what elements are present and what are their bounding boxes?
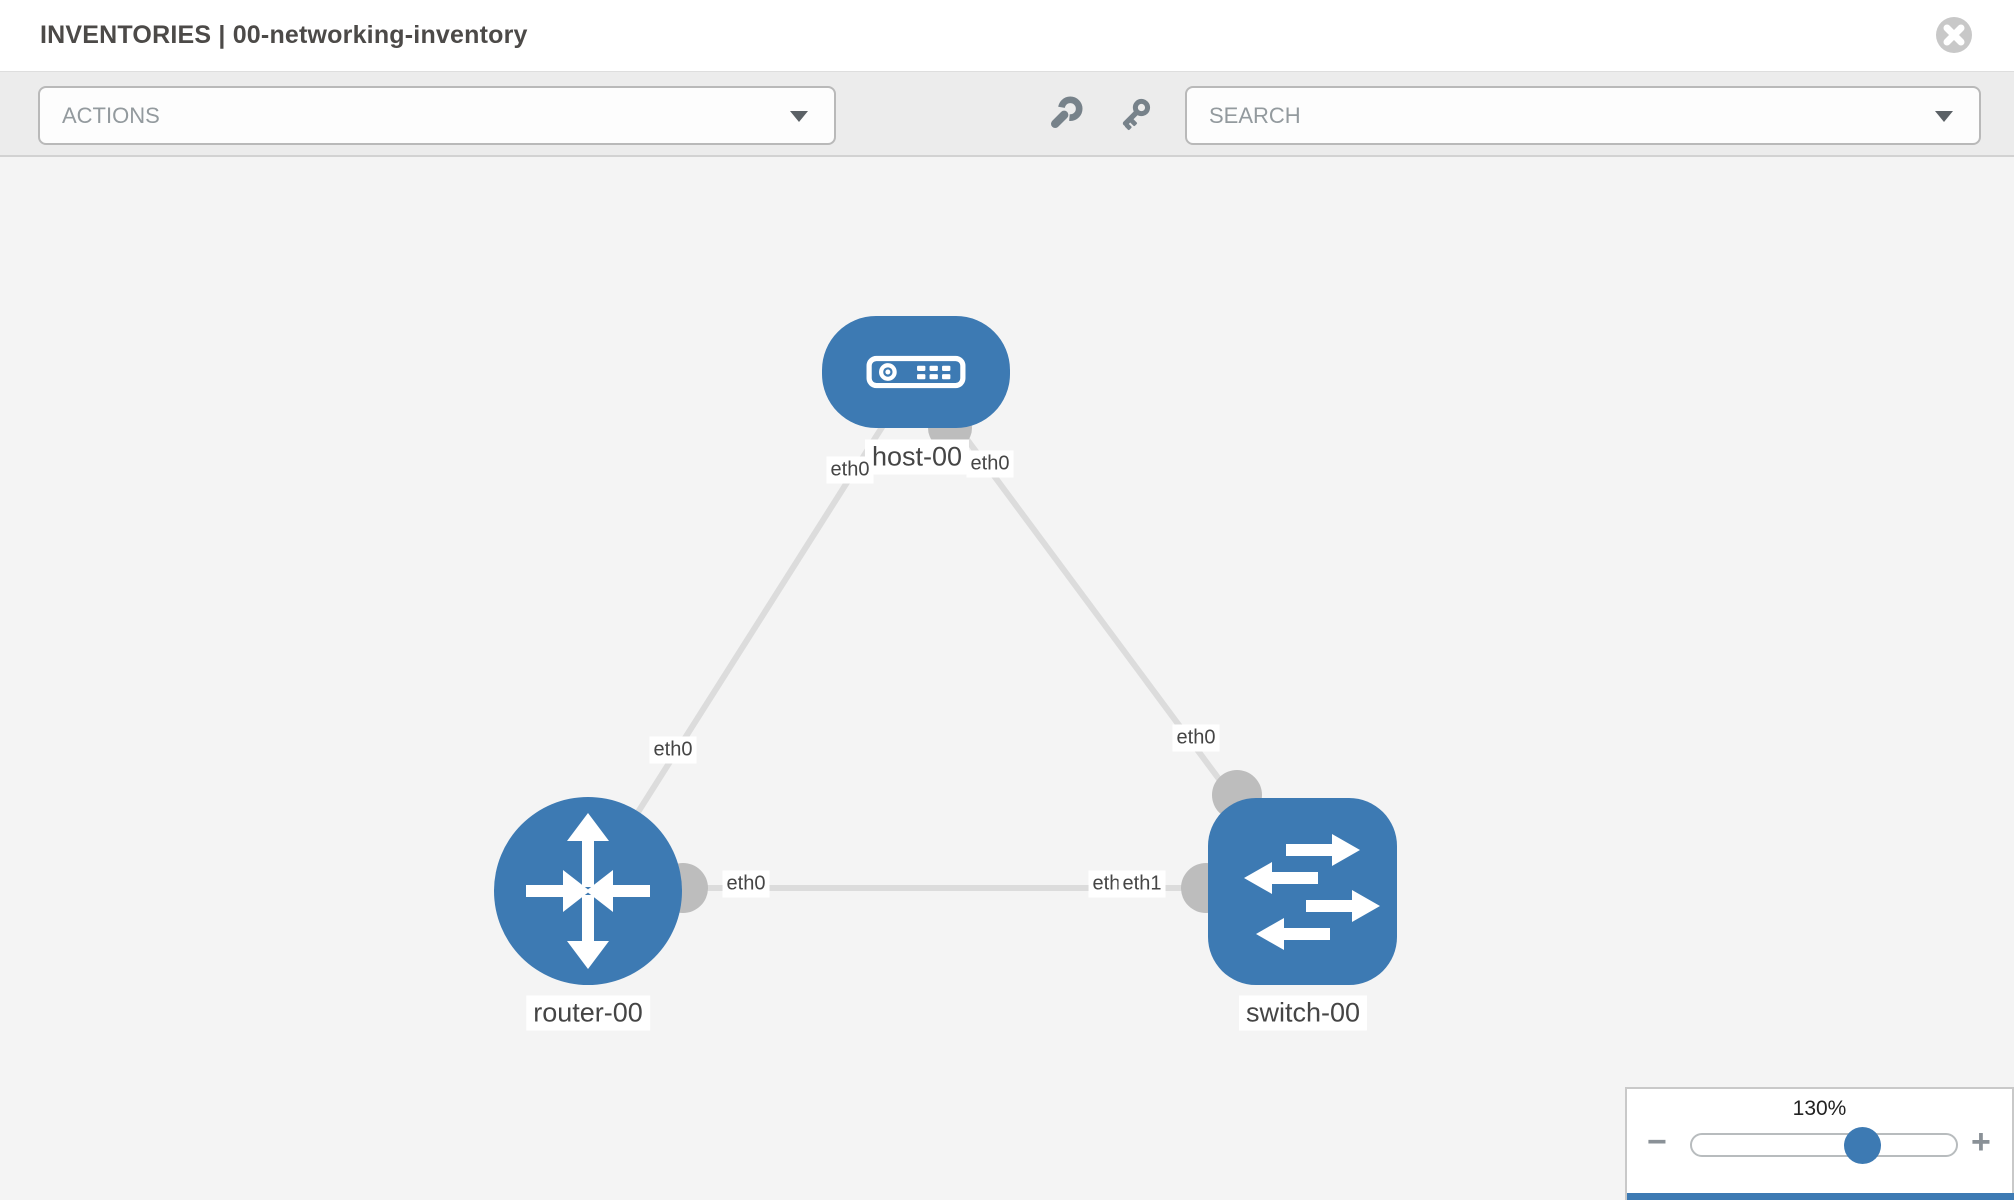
zoom-panel: 130% − + (1625, 1087, 2014, 1200)
server-icon (866, 355, 966, 389)
iface-label-router-eth0-up: eth0 (649, 736, 697, 764)
toolbar: ACTIONS SEARCH (0, 71, 2014, 157)
iface-label-host-eth0-left: eth0 (826, 456, 874, 484)
actions-dropdown[interactable]: ACTIONS (38, 86, 836, 145)
key-button[interactable] (1110, 92, 1158, 140)
zoom-slider-thumb[interactable] (1844, 1127, 1881, 1164)
zoom-out-button[interactable]: − (1647, 1123, 1667, 1161)
page-title: INVENTORIES | 00-networking-inventory (40, 21, 528, 49)
node-host-00[interactable] (822, 316, 1010, 428)
iface-label-switch-eth1: eth1 (1118, 870, 1166, 898)
router-icon (526, 813, 650, 969)
zoom-in-button[interactable]: + (1971, 1123, 1991, 1161)
node-router-00[interactable] (494, 797, 682, 985)
iface-label-switch-eth0-top: eth0 (1172, 724, 1220, 752)
zoom-level: 130% (1792, 1097, 1847, 1120)
actions-label: ACTIONS (62, 102, 160, 128)
node-label-switch: switch-00 (1238, 995, 1368, 1031)
caret-down-icon (1935, 110, 1953, 122)
configure-button[interactable] (1040, 92, 1088, 140)
close-icon (1936, 17, 1972, 53)
header: INVENTORIES | 00-networking-inventory (0, 0, 2014, 71)
switch-icon (1244, 834, 1380, 950)
iface-label-router-eth0-right: eth0 (722, 870, 770, 898)
node-label-host: host-00 (864, 439, 970, 475)
bottom-accent-bar (1627, 1193, 2014, 1200)
wrench-icon (1050, 95, 1083, 128)
zoom-slider-track[interactable] (1690, 1133, 1958, 1157)
key-icon (1122, 98, 1151, 130)
search-dropdown[interactable]: SEARCH (1185, 86, 1981, 145)
node-label-router: router-00 (526, 995, 650, 1031)
search-placeholder: SEARCH (1209, 102, 1301, 128)
caret-down-icon (790, 110, 808, 122)
close-button[interactable] (1934, 15, 1974, 55)
node-switch-00[interactable] (1208, 798, 1397, 985)
iface-label-host-eth0-right: eth0 (966, 450, 1014, 478)
